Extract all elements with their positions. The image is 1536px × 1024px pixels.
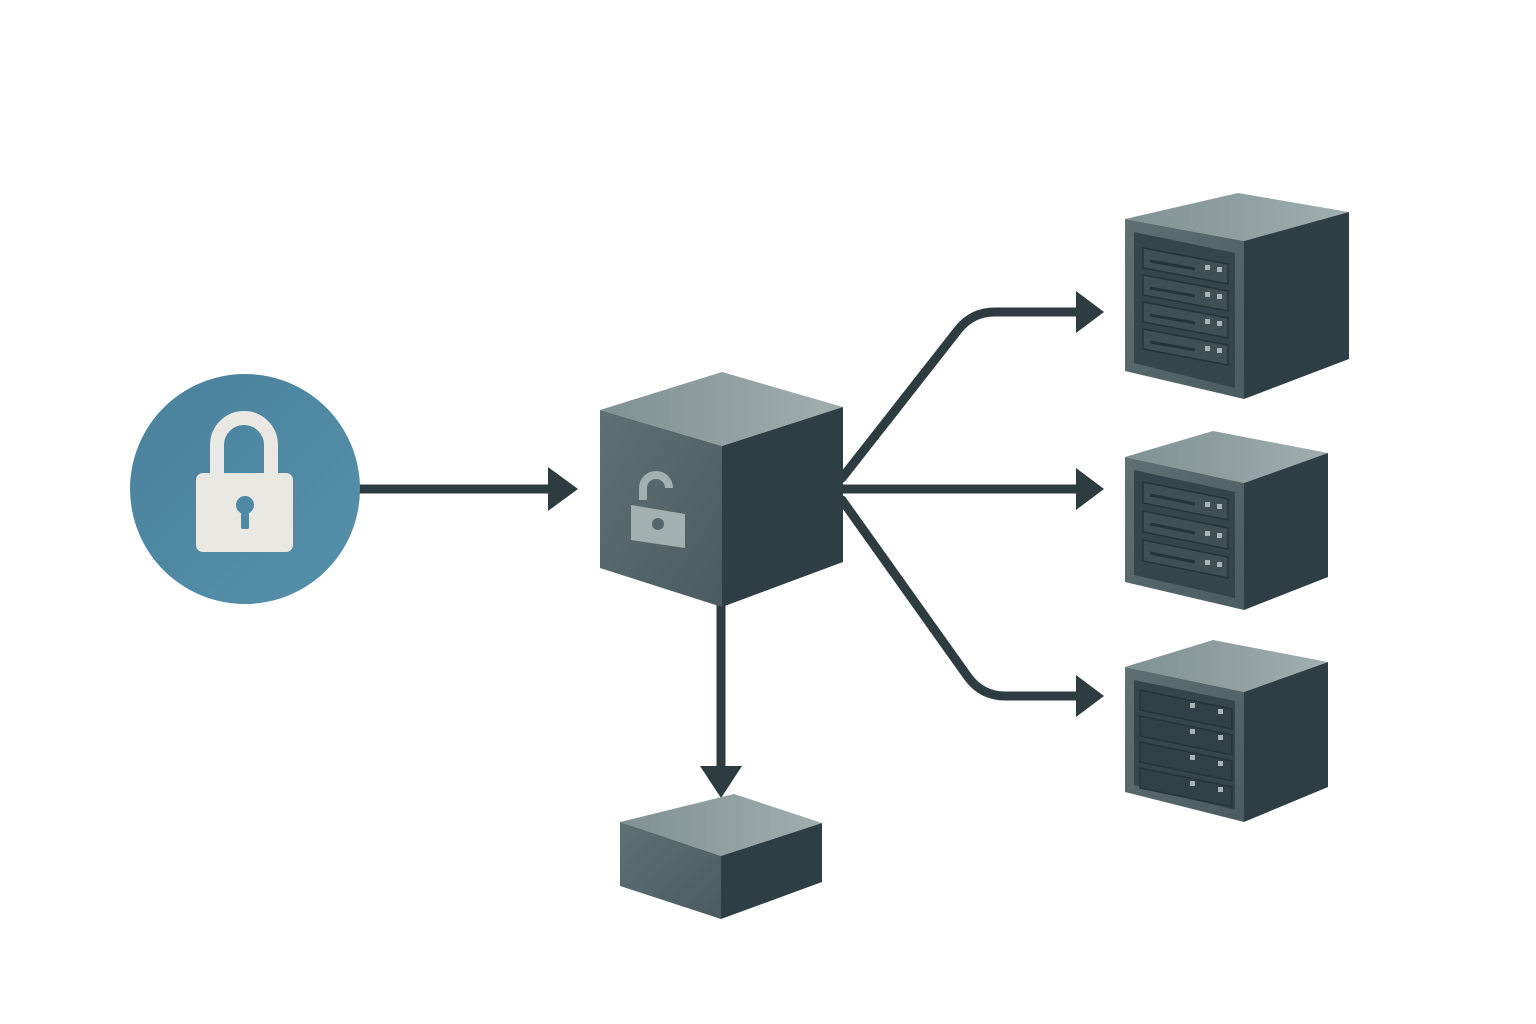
server-icon [1142, 247, 1229, 366]
edge-hub-to-server-top [837, 291, 1104, 483]
decryption-hub-cube [600, 372, 843, 607]
server-middle [1125, 431, 1328, 610]
edge-hub-to-server-middle [842, 468, 1104, 510]
edge-hub-to-storage [700, 605, 742, 798]
server-icon [1139, 689, 1233, 808]
encrypted-lock-circle [130, 374, 360, 604]
edge-hub-to-server-bottom [837, 495, 1104, 717]
lock-closed-icon [196, 411, 293, 552]
edge-lock-to-hub [356, 467, 578, 511]
storage-block [620, 794, 822, 919]
server-top [1125, 193, 1349, 399]
lock-open-icon [631, 471, 685, 548]
server-bottom [1125, 640, 1328, 822]
server-icon [1142, 481, 1229, 579]
